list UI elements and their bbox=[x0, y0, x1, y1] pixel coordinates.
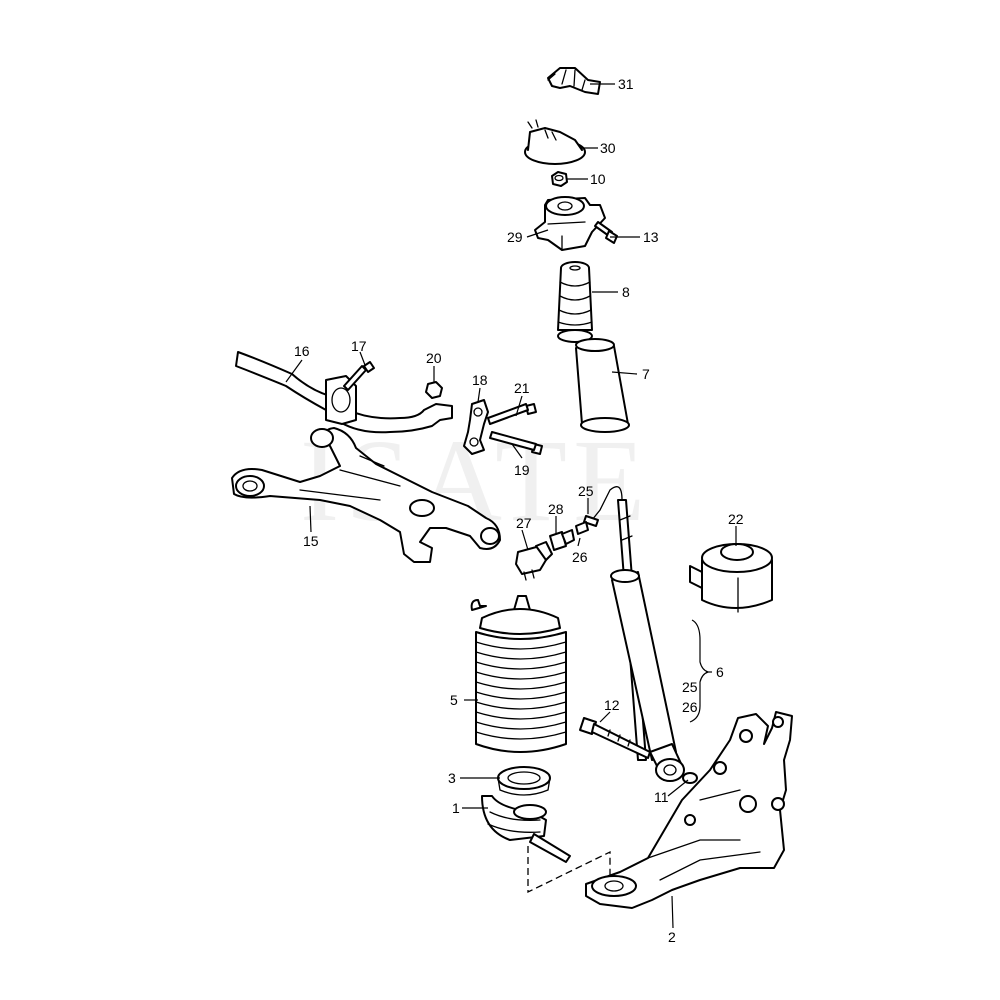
callout-27: 27 bbox=[516, 515, 532, 531]
callout-29: 29 bbox=[507, 229, 523, 245]
part-28-plug bbox=[549, 529, 575, 551]
callout-17: 17 bbox=[351, 338, 367, 354]
callout-25: 25 bbox=[578, 483, 594, 499]
part-31-bracket bbox=[547, 67, 601, 95]
callout-16: 16 bbox=[294, 343, 310, 359]
part-15-lower-control-arm bbox=[231, 427, 501, 563]
part-19-bolt bbox=[489, 431, 543, 455]
callout-30: 30 bbox=[600, 140, 616, 156]
callout-7: 7 bbox=[642, 366, 650, 382]
part-30-cap bbox=[524, 119, 586, 165]
callout-13: 13 bbox=[643, 229, 659, 245]
part-25-sensor-cable bbox=[583, 486, 623, 527]
callout-22: 22 bbox=[728, 511, 744, 527]
callouts: 31 30 10 13 29 8 7 16 17 20 18 21 19 15 … bbox=[294, 76, 744, 945]
leader-lines bbox=[285, 83, 737, 929]
part-26-fitting bbox=[575, 521, 589, 535]
callout-18: 18 bbox=[472, 372, 488, 388]
part-17-bolt bbox=[343, 361, 375, 391]
callout-6: 6 bbox=[716, 664, 724, 680]
part-11-washer bbox=[682, 772, 698, 784]
part-18-link bbox=[463, 399, 489, 455]
part-20-nut bbox=[425, 381, 443, 399]
part-27-connector bbox=[515, 541, 553, 581]
assembly-dashed-line bbox=[527, 846, 611, 894]
part-10-nut bbox=[551, 171, 568, 187]
part-2-wheel-carrier bbox=[585, 711, 793, 909]
callout-12: 12 bbox=[604, 697, 620, 713]
part-12-bolt bbox=[579, 717, 651, 759]
part-3-spring-seat bbox=[497, 766, 551, 796]
callout-8: 8 bbox=[622, 284, 630, 300]
part-7-dust-boot bbox=[575, 338, 630, 433]
callout-3: 3 bbox=[448, 770, 456, 786]
part-13-bolt bbox=[594, 221, 618, 244]
callout-28: 28 bbox=[548, 501, 564, 517]
part-1-spring-pad bbox=[481, 795, 571, 863]
callout-1: 1 bbox=[452, 800, 460, 816]
callout-19: 19 bbox=[514, 462, 530, 478]
part-5-air-spring bbox=[470, 595, 567, 753]
part-16-anti-roll-bar bbox=[235, 351, 453, 434]
part-22-bushing bbox=[689, 543, 773, 613]
callout-26-group: 26 bbox=[682, 699, 698, 715]
callout-31: 31 bbox=[618, 76, 634, 92]
callout-26: 26 bbox=[572, 549, 588, 565]
callout-21: 21 bbox=[514, 380, 530, 396]
callout-2: 2 bbox=[668, 929, 676, 945]
callout-11: 11 bbox=[654, 789, 669, 805]
callout-15: 15 bbox=[303, 533, 319, 549]
callout-20: 20 bbox=[426, 350, 442, 366]
callout-5: 5 bbox=[450, 692, 458, 708]
callout-10: 10 bbox=[590, 171, 606, 187]
callout-25-group: 25 bbox=[682, 679, 698, 695]
part-29-strut-mount bbox=[534, 196, 606, 251]
part-6-shock-absorber bbox=[610, 499, 685, 782]
part-8-bump-stop bbox=[557, 261, 593, 343]
